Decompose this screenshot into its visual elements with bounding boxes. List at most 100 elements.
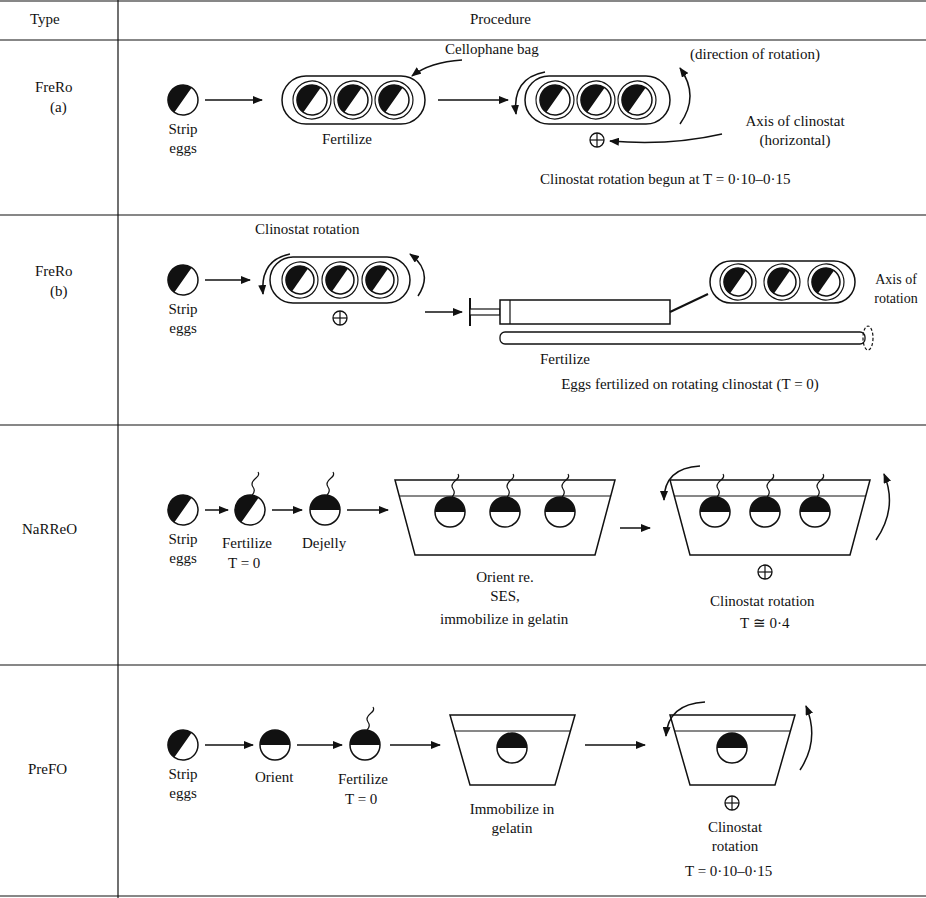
label: FreRo bbox=[35, 78, 73, 97]
sperm bbox=[767, 474, 774, 497]
step-arrow bbox=[297, 744, 342, 746]
egg bbox=[162, 489, 204, 531]
egg bbox=[545, 497, 575, 527]
label: Axis of clinostat (horizontal) bbox=[725, 112, 865, 150]
label: FreRo bbox=[35, 262, 73, 281]
egg bbox=[435, 497, 465, 527]
leader-arrow bbox=[412, 60, 462, 76]
label: Axis of rotation bbox=[870, 270, 922, 308]
rotation-mark bbox=[863, 326, 873, 350]
label: Strip eggs bbox=[163, 120, 203, 158]
dish bbox=[670, 715, 795, 785]
egg bbox=[700, 497, 730, 527]
egg bbox=[327, 74, 380, 127]
sperm bbox=[252, 472, 259, 495]
egg bbox=[713, 257, 763, 307]
egg bbox=[490, 497, 520, 527]
egg bbox=[570, 74, 623, 127]
label: Clinostat rotation bbox=[695, 818, 775, 856]
rotation-arrow bbox=[800, 706, 812, 770]
egg bbox=[611, 74, 664, 127]
label: T ≅ 0·4 bbox=[740, 614, 789, 633]
label: Strip eggs bbox=[163, 530, 203, 568]
egg bbox=[800, 497, 830, 527]
egg bbox=[368, 74, 421, 127]
rotation-arrow bbox=[876, 474, 889, 540]
sperm bbox=[367, 707, 374, 730]
label: T = 0·10–0·15 bbox=[685, 862, 772, 881]
label: Immobilize in gelatin bbox=[462, 800, 562, 838]
egg bbox=[497, 733, 527, 763]
rotation-arrow bbox=[410, 254, 424, 296]
egg bbox=[162, 259, 204, 301]
gelatin-level bbox=[454, 731, 571, 732]
step-arrow bbox=[438, 99, 508, 101]
egg bbox=[350, 730, 380, 760]
label: (b) bbox=[50, 282, 68, 301]
dish bbox=[450, 715, 575, 785]
sperm bbox=[562, 474, 569, 497]
egg bbox=[162, 724, 204, 766]
gelatin-level bbox=[674, 731, 791, 732]
syringe bbox=[470, 294, 708, 326]
step-arrow bbox=[585, 744, 645, 746]
egg bbox=[310, 495, 340, 525]
label: Clinostat rotation bbox=[255, 220, 360, 239]
table-rule bbox=[0, 895, 926, 896]
egg bbox=[801, 257, 851, 307]
sperm bbox=[507, 474, 514, 497]
dish bbox=[670, 480, 870, 555]
gelatin-level bbox=[674, 496, 866, 497]
egg bbox=[162, 79, 204, 121]
rotation-arrow bbox=[666, 702, 705, 736]
egg bbox=[286, 74, 339, 127]
label: Eggs fertilized on rotating clinostat (T… bbox=[560, 375, 820, 394]
label: NaRReO bbox=[22, 520, 77, 539]
step-arrow bbox=[347, 509, 388, 511]
clinostat-axis bbox=[725, 796, 739, 810]
label: Fertilize bbox=[338, 770, 388, 789]
step-arrow bbox=[205, 99, 262, 101]
step-arrow bbox=[425, 311, 462, 313]
step-arrow bbox=[620, 527, 650, 529]
sperm bbox=[817, 474, 824, 497]
egg bbox=[315, 255, 365, 305]
label: PreFO bbox=[28, 760, 67, 779]
label: Orient bbox=[255, 768, 293, 787]
table-rule bbox=[0, 424, 926, 425]
label: T = 0 bbox=[228, 554, 260, 573]
table-rule bbox=[0, 0, 926, 1]
label: Strip eggs bbox=[163, 765, 203, 803]
label: Fertilize bbox=[540, 350, 590, 369]
egg bbox=[750, 497, 780, 527]
egg bbox=[529, 74, 582, 127]
step-arrow bbox=[205, 279, 250, 281]
label: (direction of rotation) bbox=[690, 45, 820, 64]
label: Dejelly bbox=[302, 534, 346, 553]
sperm bbox=[327, 472, 334, 495]
clinostat-axis bbox=[758, 565, 772, 579]
egg bbox=[355, 255, 405, 305]
label: Clinostat rotation begun at T = 0·10–0·1… bbox=[540, 170, 790, 189]
table-rule bbox=[0, 664, 926, 665]
label: (a) bbox=[50, 98, 67, 117]
label: Procedure bbox=[470, 10, 531, 29]
clinostat-axis bbox=[333, 311, 347, 325]
egg bbox=[757, 257, 807, 307]
egg bbox=[275, 255, 325, 305]
leader-arrow bbox=[610, 134, 722, 142]
table-rule bbox=[117, 0, 118, 898]
rotation-arrow bbox=[680, 68, 690, 124]
label: Clinostat rotation bbox=[710, 592, 815, 611]
label: Type bbox=[30, 10, 60, 29]
egg bbox=[260, 730, 290, 760]
label: T = 0 bbox=[345, 790, 377, 809]
label: Fertilize bbox=[322, 130, 372, 149]
step-arrow bbox=[205, 744, 253, 746]
step-arrow bbox=[272, 509, 302, 511]
sperm bbox=[452, 474, 459, 497]
egg bbox=[229, 489, 271, 531]
label: immobilize in gelatin bbox=[440, 610, 568, 629]
clinostat-rod bbox=[500, 332, 865, 344]
